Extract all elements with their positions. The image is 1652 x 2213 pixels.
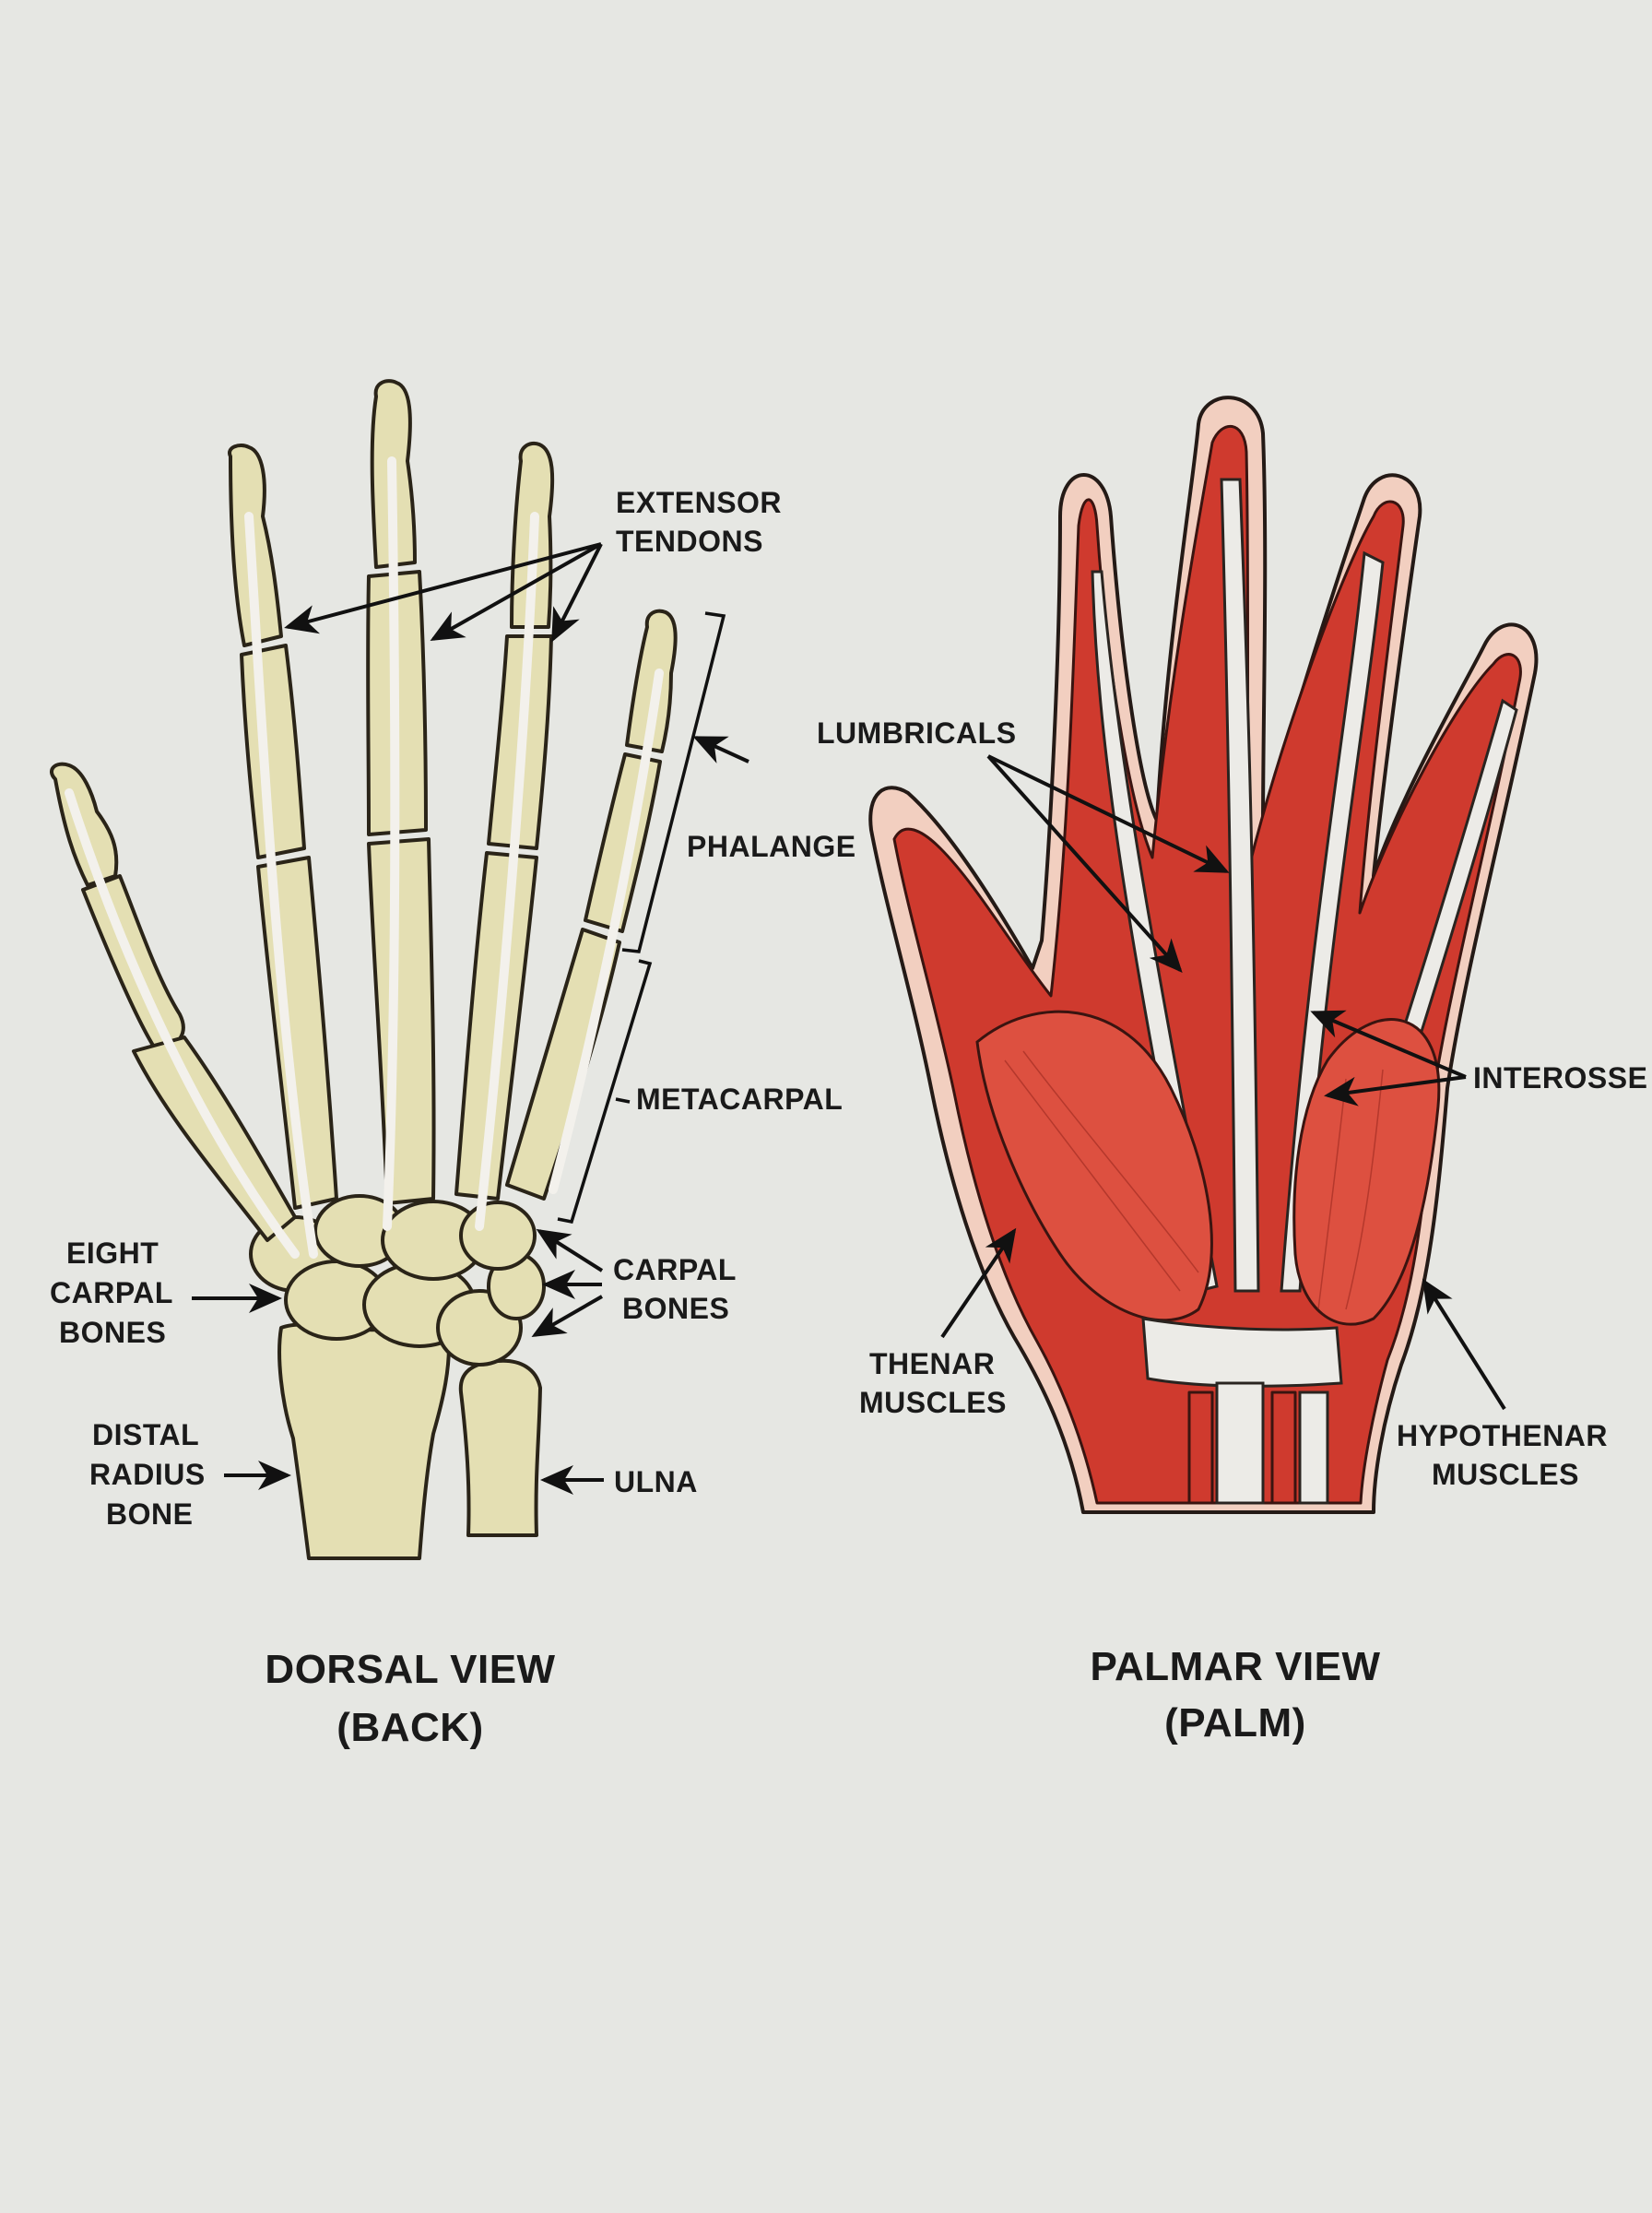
- arrow-phalange: [692, 736, 749, 763]
- label-thenar-line2: MUSCLES: [859, 1386, 1007, 1419]
- label-eight-carpal-line3: BONES: [59, 1316, 166, 1349]
- dorsal-view-title-line2: (BACK): [336, 1705, 483, 1750]
- label-distal-radius-line1: DISTAL: [92, 1418, 199, 1451]
- palmar-view-title-line2: (PALM): [1164, 1700, 1306, 1746]
- index-finger-bones: [228, 444, 338, 1210]
- transverse-carpal-ligament: [1141, 1317, 1343, 1388]
- extensor-tendons: [65, 456, 664, 1259]
- label-extensor-tendons-line2: TENDONS: [616, 525, 763, 558]
- arrow-hypothenar-muscles: [1422, 1278, 1506, 1411]
- arrow-interossei-upper: [1310, 1010, 1467, 1079]
- palmar-annotations: LUMBRICALS INTEROSSE THENAR MUSCLES HYPO…: [817, 716, 1647, 1746]
- arrow-extensor-tendon-index: [284, 542, 602, 634]
- arrow-carpal-bones-upper: [536, 1228, 604, 1272]
- arrow-carpal-bones-lower: [531, 1295, 603, 1337]
- arrow-lumbricals-lower: [986, 754, 1183, 973]
- metacarpal-bracket-tick: [615, 1097, 631, 1104]
- label-eight-carpal-line2: CARPAL: [50, 1276, 173, 1309]
- label-hypothenar-line1: HYPOTHENAR: [1397, 1419, 1608, 1452]
- label-metacarpal: METACARPAL: [636, 1083, 843, 1116]
- dorsal-view-title-line1: DORSAL VIEW: [265, 1647, 555, 1692]
- label-distal-radius-line2: RADIUS: [89, 1458, 206, 1491]
- arrow-extensor-tendon-middle: [430, 542, 602, 641]
- phalange-bracket: [621, 611, 726, 953]
- arrow-lumbricals-upper: [987, 754, 1230, 873]
- label-lumbricals: LUMBRICALS: [817, 716, 1017, 750]
- label-extensor-tendons-line1: EXTENSOR: [616, 486, 782, 519]
- label-distal-radius-line3: BONE: [106, 1497, 193, 1531]
- label-interossei: INTEROSSE: [1473, 1061, 1647, 1095]
- ulna-bone: [458, 1358, 542, 1537]
- carpal-bones-cluster: [249, 1194, 546, 1367]
- thenar-muscle: [975, 1010, 1213, 1322]
- label-hypothenar-line2: MUSCLES: [1432, 1458, 1579, 1491]
- arrow-interossei-lower: [1324, 1075, 1467, 1106]
- palmar-view-title-line1: PALMAR VIEW: [1090, 1644, 1380, 1689]
- label-eight-carpal-line1: EIGHT: [66, 1237, 159, 1270]
- muscle-fibers: [1004, 1050, 1384, 1310]
- palmar-view-illustration: [868, 396, 1539, 1514]
- label-phalange: PHALANGE: [687, 830, 856, 863]
- dorsal-annotations: EXTENSOR TENDONS PHALANGE METACARPAL EIG…: [50, 486, 856, 1750]
- label-carpal-bones-line2: BONES: [622, 1292, 729, 1325]
- arrow-extensor-tendon-ring: [551, 543, 603, 643]
- dorsal-view-illustration: [50, 379, 678, 1560]
- middle-finger-bones: [366, 379, 436, 1205]
- radius-bone: [277, 1322, 451, 1560]
- label-thenar-line1: THENAR: [869, 1347, 995, 1380]
- label-carpal-bones-line1: CARPAL: [613, 1253, 737, 1286]
- wrist-tendons: [1187, 1381, 1329, 1505]
- label-ulna: ULNA: [614, 1465, 698, 1498]
- metacarpal-bracket: [557, 959, 653, 1225]
- arrow-thenar-muscles: [940, 1227, 1017, 1339]
